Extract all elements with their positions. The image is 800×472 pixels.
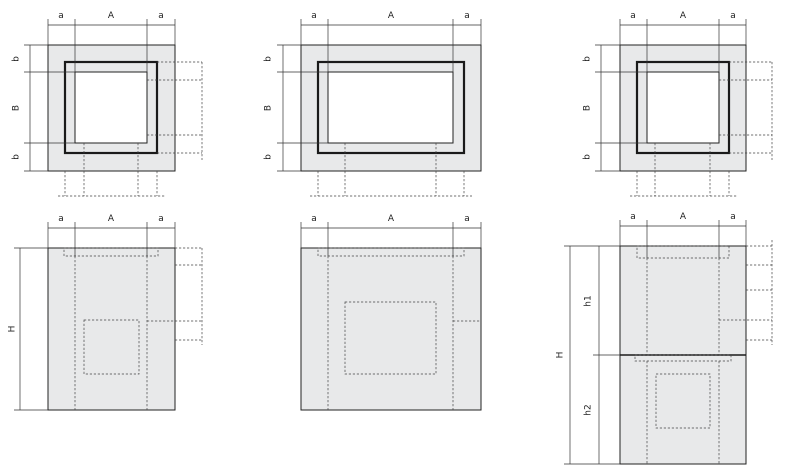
dim-label-H: H bbox=[556, 352, 566, 359]
dim-label-b-bottom: b bbox=[264, 154, 274, 160]
plan-opening bbox=[74, 71, 148, 144]
dim-label-a-right: a bbox=[464, 214, 470, 224]
elevation-top-collar bbox=[63, 247, 159, 257]
dim-label-A: A bbox=[680, 11, 687, 21]
dim-label-A: A bbox=[680, 212, 687, 222]
plan-inner-wall bbox=[635, 60, 731, 155]
dim-label-b-top: b bbox=[264, 56, 274, 62]
dim-label-h2: h2 bbox=[584, 404, 594, 415]
elevation-view-square: a A a H bbox=[8, 214, 203, 411]
dim-label-a-left: a bbox=[58, 214, 64, 224]
dim-label-b-bottom: b bbox=[583, 154, 593, 160]
dim-label-A: A bbox=[108, 214, 115, 224]
elevation-top-collar bbox=[317, 247, 465, 257]
elevation-view-two-part: a A a h1 h2 H bbox=[556, 212, 773, 465]
dim-label-b-top: b bbox=[12, 56, 22, 62]
dim-label-B: B bbox=[264, 105, 274, 111]
dim-label-H: H bbox=[8, 326, 18, 333]
elevation-side-opening bbox=[655, 373, 711, 429]
elevation-view-rectangular: a A a bbox=[300, 214, 482, 411]
dim-label-a-right: a bbox=[158, 11, 164, 21]
plan-inner-wall bbox=[63, 60, 159, 155]
plan-inner-wall bbox=[316, 60, 466, 155]
dim-label-a-right: a bbox=[464, 11, 470, 21]
dim-label-b-top: b bbox=[583, 56, 593, 62]
dim-label-A: A bbox=[108, 11, 115, 21]
elevation-side-opening bbox=[344, 301, 437, 375]
plan-opening bbox=[327, 71, 454, 144]
dim-label-a-left: a bbox=[311, 214, 317, 224]
plan-view-square-two-part: a A a b B b bbox=[583, 11, 773, 197]
elevation-side-opening bbox=[83, 319, 140, 375]
dim-label-a-left: a bbox=[630, 11, 636, 21]
dim-label-A: A bbox=[388, 214, 395, 224]
dim-label-a-right: a bbox=[158, 214, 164, 224]
elevation-outline bbox=[47, 247, 176, 411]
elevation-top-collar bbox=[636, 245, 730, 259]
dim-label-a-left: a bbox=[58, 11, 64, 21]
elevation-joint-collar bbox=[634, 354, 732, 362]
dim-label-a-right: a bbox=[730, 212, 736, 222]
dim-label-a-right: a bbox=[730, 11, 736, 21]
plan-opening bbox=[646, 71, 720, 144]
dim-label-A: A bbox=[388, 11, 395, 21]
plan-view-rectangular: a A a b B b bbox=[264, 11, 482, 197]
dim-label-B: B bbox=[12, 105, 22, 111]
dim-label-h1: h1 bbox=[584, 295, 594, 306]
elevation-outline bbox=[300, 247, 482, 411]
dim-label-a-left: a bbox=[630, 212, 636, 222]
plan-view-square: a A a b B b bbox=[12, 11, 203, 197]
dim-label-B: B bbox=[583, 105, 593, 111]
dim-label-b-bottom: b bbox=[12, 154, 22, 160]
dim-label-a-left: a bbox=[311, 11, 317, 21]
